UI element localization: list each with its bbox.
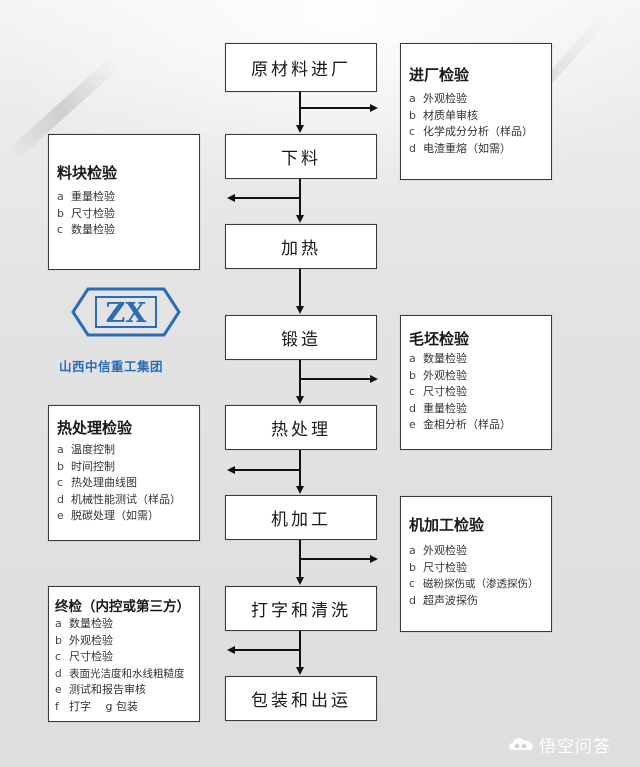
branch-line — [235, 649, 300, 651]
step-label: 加热 — [281, 239, 321, 259]
arrow-left-icon — [227, 466, 235, 474]
branch-line — [235, 197, 300, 199]
zx-hexagon-logo-icon: ZX — [71, 287, 181, 337]
company-name: 山西中信重工集团 — [59, 359, 164, 374]
branch-line — [300, 378, 370, 380]
inspection-title: 机加工检验 — [409, 516, 485, 534]
branch-line — [300, 558, 370, 560]
connector-line — [299, 269, 301, 307]
arrow-down-icon — [296, 125, 304, 133]
watermark: 悟空问答 — [508, 732, 611, 757]
arrow-down-icon — [296, 396, 304, 404]
step-heating: 加热 — [225, 224, 377, 269]
step-machining: 机加工 — [225, 495, 377, 540]
step-forging: 锻造 — [225, 315, 377, 360]
inspection-title: 料块检验 — [57, 164, 118, 182]
branch-line — [300, 107, 370, 109]
arrow-down-icon — [296, 215, 304, 223]
connector-line — [299, 92, 301, 126]
connector-line — [299, 631, 301, 668]
watermark-text: 悟空问答 — [539, 737, 611, 757]
inspection-title: 终检（内控或第三方） — [55, 599, 190, 615]
arrow-right-icon — [370, 104, 378, 112]
arrow-down-icon — [296, 486, 304, 494]
step-label: 原材料进厂 — [251, 60, 351, 80]
arrow-right-icon — [370, 375, 378, 383]
step-cutting: 下料 — [225, 134, 377, 179]
arrow-down-icon — [296, 306, 304, 314]
arrow-right-icon — [370, 555, 378, 563]
step-label: 下料 — [281, 149, 321, 169]
step-label: 包装和出运 — [251, 691, 351, 711]
arrow-left-icon — [227, 646, 235, 654]
arrow-down-icon — [296, 667, 304, 675]
step-marking-cleaning: 打字和清洗 — [225, 586, 377, 631]
step-label: 打字和清洗 — [251, 601, 351, 621]
arrow-down-icon — [296, 577, 304, 585]
step-label: 机加工 — [271, 510, 331, 530]
inspection-title: 热处理检验 — [57, 419, 133, 437]
inspection-title: 进厂检验 — [409, 66, 470, 84]
step-raw-material-entry: 原材料进厂 — [225, 43, 377, 92]
step-label: 锻造 — [281, 330, 321, 350]
connector-line — [299, 179, 301, 216]
branch-line — [235, 469, 300, 471]
company-logo: ZX — [70, 286, 182, 338]
logo-mark: ZX — [106, 298, 147, 329]
wukong-cloud-icon — [509, 737, 533, 750]
connector-line — [299, 450, 301, 487]
arrow-left-icon — [227, 194, 235, 202]
step-heat-treatment: 热处理 — [225, 405, 377, 450]
step-label: 热处理 — [271, 420, 331, 440]
inspection-title: 毛坯检验 — [409, 330, 470, 348]
step-packing-shipping: 包装和出运 — [225, 676, 377, 721]
